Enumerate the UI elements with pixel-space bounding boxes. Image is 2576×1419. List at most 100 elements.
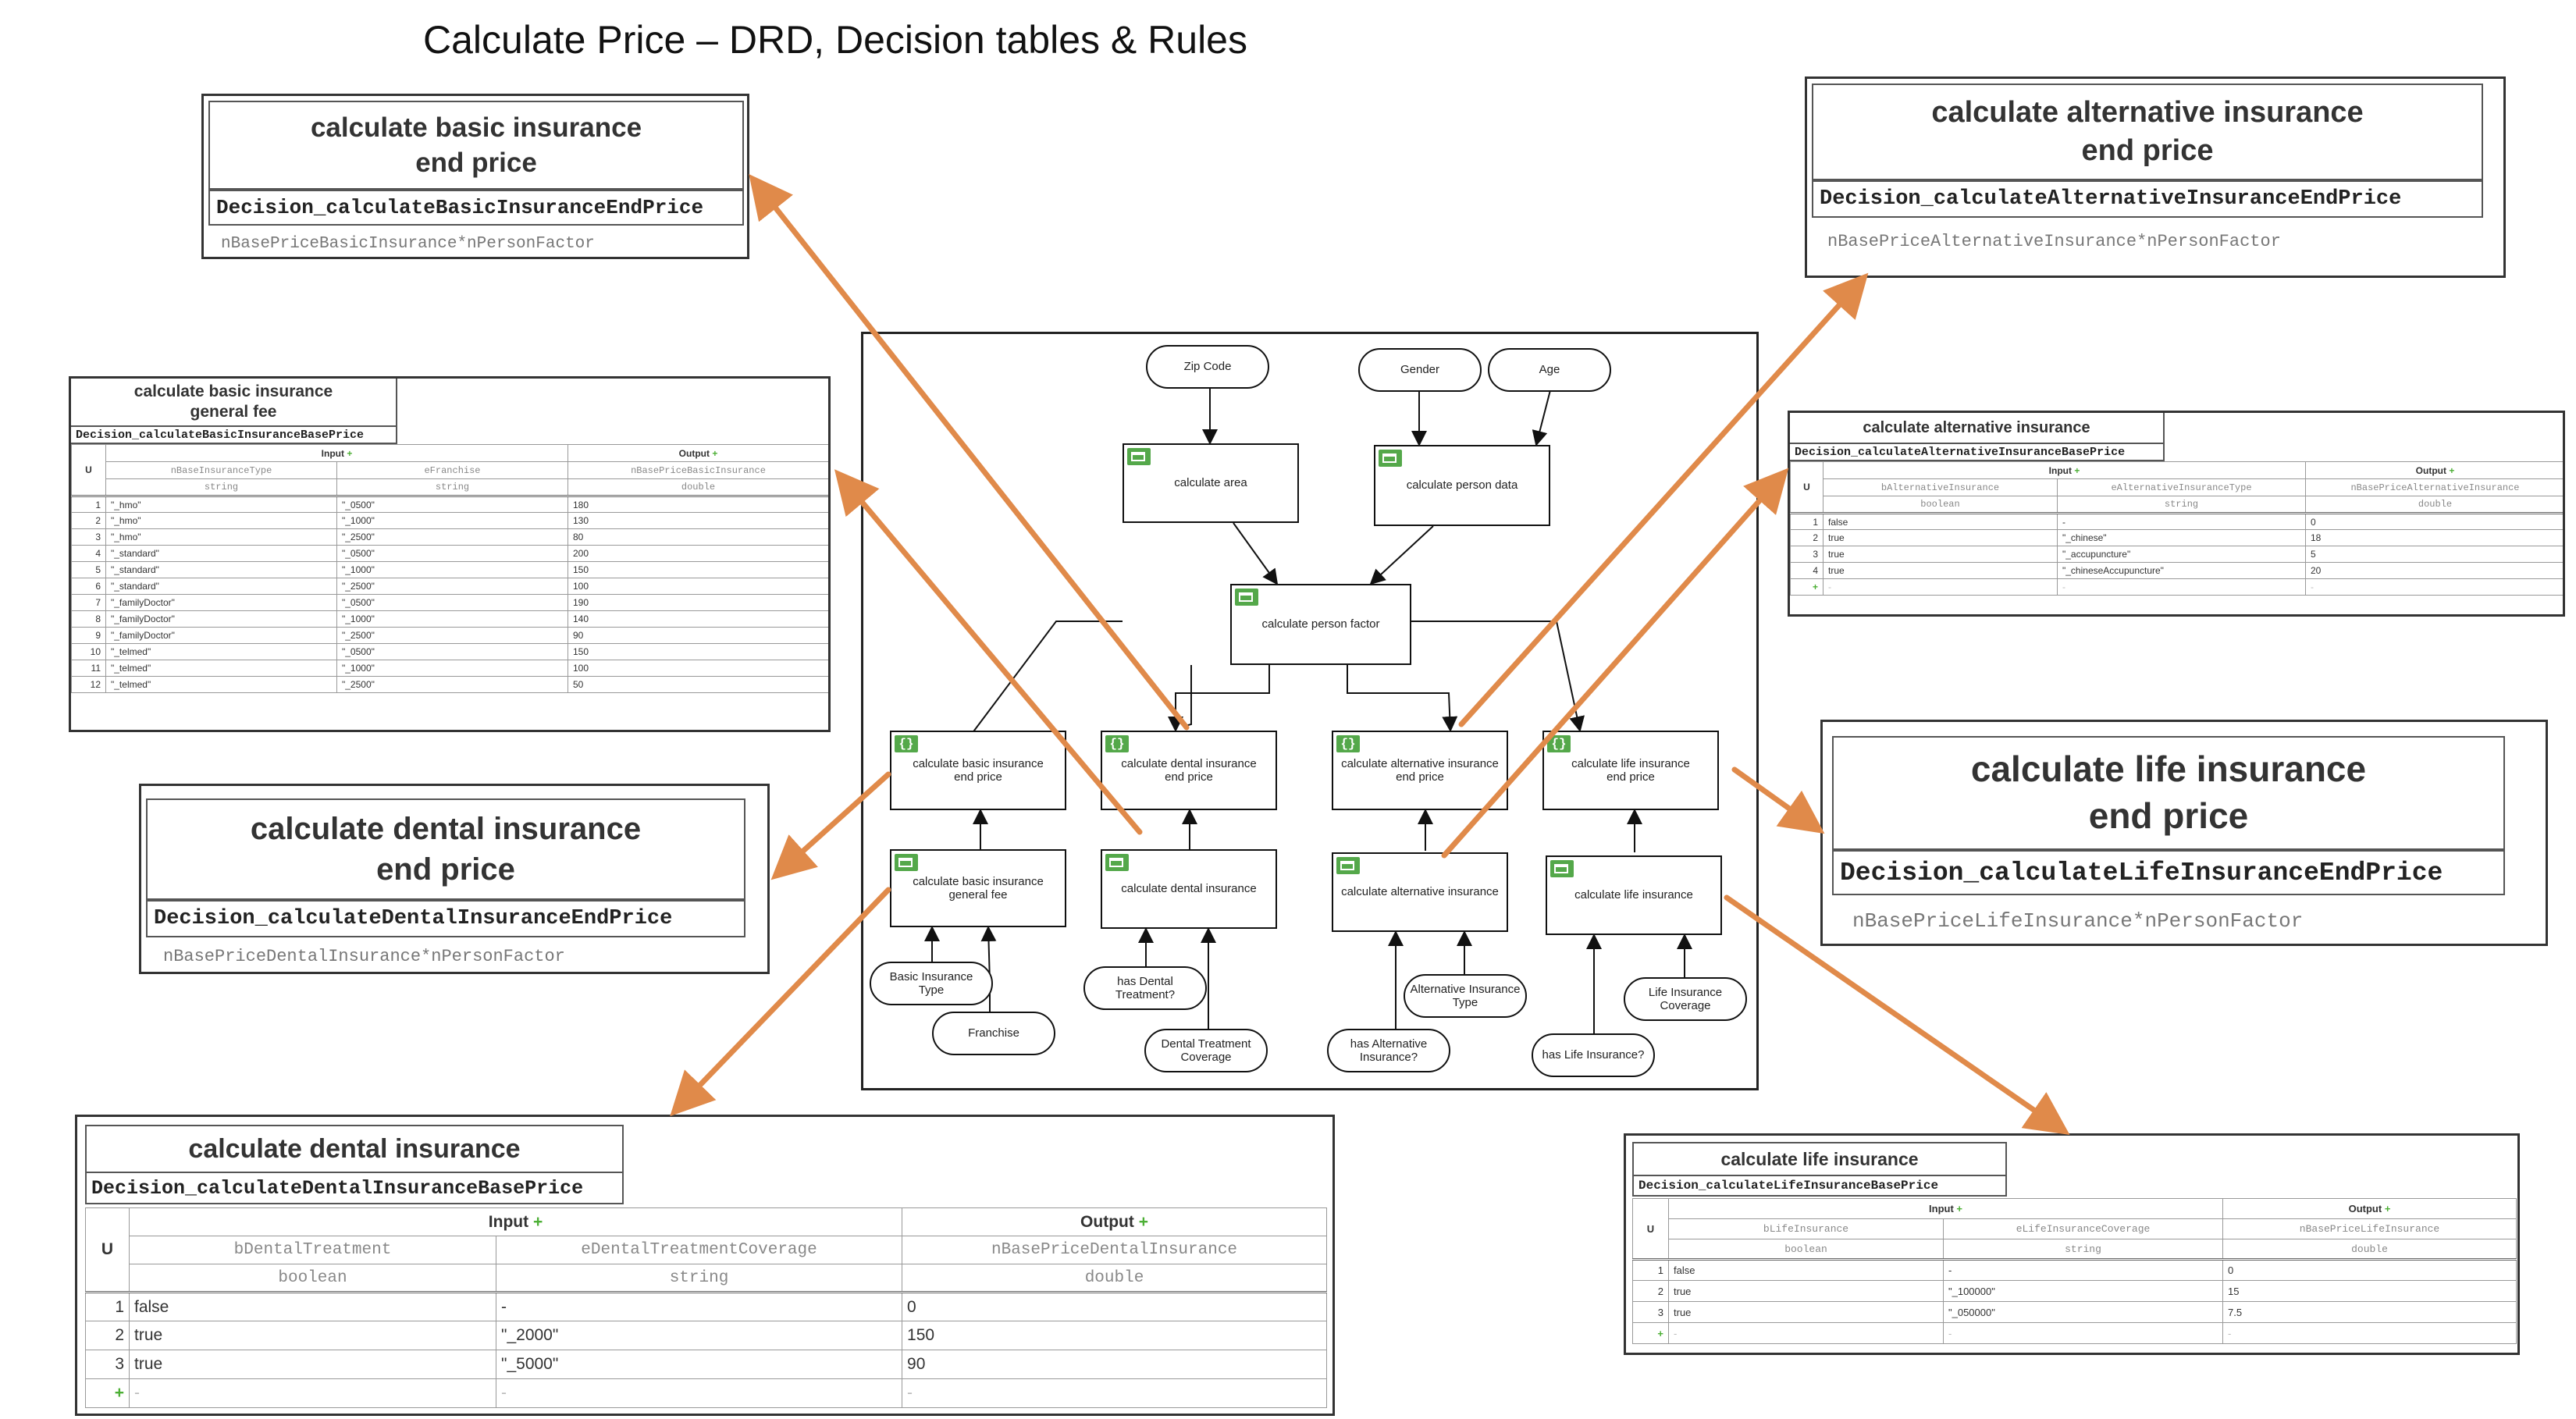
rule-row[interactable]: 10"_telmed""_0500"150 (71, 643, 828, 660)
rule-cell[interactable]: - (2057, 512, 2306, 530)
decision-calculate-area[interactable]: calculate area (1123, 443, 1299, 523)
rule-cell[interactable]: "_1000" (336, 512, 568, 529)
rule-cell[interactable]: "_hmo" (105, 512, 337, 529)
output-group-header[interactable]: Output + (2222, 1198, 2517, 1219)
rule-cell[interactable]: "_chinese" (2057, 529, 2306, 546)
rule-cell[interactable]: "_0500" (336, 643, 568, 660)
rule-cell[interactable]: "_2500" (336, 676, 568, 693)
rule-cell[interactable]: false (1668, 1258, 1944, 1281)
rule-row[interactable]: 3"_hmo""_2500"80 (71, 528, 828, 546)
input-group-header[interactable]: Input + (128, 1207, 903, 1236)
rule-cell[interactable]: 0 (2222, 1258, 2517, 1281)
column-name[interactable]: bAlternativeInsurance (1823, 478, 2058, 496)
add-output-icon[interactable]: + (712, 447, 718, 459)
add-output-icon[interactable]: + (2384, 1203, 2391, 1215)
rule-cell[interactable]: 5 (2305, 546, 2563, 563)
empty-cell[interactable]: - (1823, 578, 2058, 596)
empty-cell[interactable]: - (495, 1378, 903, 1408)
rule-cell[interactable]: 200 (568, 545, 828, 562)
add-input-icon[interactable]: + (347, 447, 353, 459)
input-group-header[interactable]: Input + (1667, 1198, 2224, 1219)
rule-cell[interactable]: "_2000" (495, 1321, 903, 1350)
column-name[interactable]: nBasePriceBasicInsurance (568, 461, 828, 479)
add-output-icon[interactable]: + (2449, 464, 2455, 476)
add-rule-icon[interactable]: + (85, 1378, 130, 1408)
column-name[interactable]: bLifeInsurance (1668, 1218, 1944, 1239)
life-table[interactable]: calculate life insurance Decision_calcul… (1624, 1133, 2520, 1355)
rule-cell[interactable]: 20 (2305, 562, 2563, 579)
rule-cell[interactable]: - (1942, 1258, 2224, 1281)
rule-cell[interactable]: 150 (568, 561, 828, 578)
add-output-icon[interactable]: + (1138, 1212, 1148, 1231)
rule-cell[interactable]: "_telmed" (105, 676, 337, 693)
rule-cell[interactable]: "_hmo" (105, 495, 337, 513)
input-basic-insurance-type[interactable]: Basic Insurance Type (870, 962, 993, 1005)
rule-cell[interactable]: "_familyDoctor" (105, 627, 337, 644)
rule-cell[interactable]: false (1823, 512, 2058, 530)
rule-cell[interactable]: "_familyDoctor" (105, 594, 337, 611)
column-name[interactable]: eDentalTreatmentCoverage (495, 1236, 903, 1264)
rule-cell[interactable]: 7.5 (2222, 1301, 2517, 1323)
rule-cell[interactable]: "_standard" (105, 578, 337, 595)
column-name[interactable]: bDentalTreatment (129, 1236, 496, 1264)
rule-cell[interactable]: "_0500" (336, 545, 568, 562)
rule-row[interactable]: 12"_telmed""_2500"50 (71, 676, 828, 693)
column-name[interactable]: nBasePriceDentalInsurance (902, 1236, 1328, 1264)
decision-dental-insurance[interactable]: calculate dental insurance (1101, 849, 1277, 929)
empty-cell[interactable]: - (1942, 1322, 2224, 1344)
rule-cell[interactable]: "_0500" (336, 594, 568, 611)
input-group-header[interactable]: Input + (1823, 461, 2306, 479)
rule-cell[interactable]: "_standard" (105, 561, 337, 578)
add-rule-row[interactable]: +--- (85, 1378, 1328, 1408)
rule-cell[interactable]: "_standard" (105, 545, 337, 562)
decision-life-insurance[interactable]: calculate life insurance (1546, 855, 1722, 935)
input-has-life-insurance[interactable]: has Life Insurance? (1532, 1033, 1655, 1077)
decision-alternative-end-price[interactable]: {} calculate alternative insurance end p… (1332, 731, 1508, 810)
rule-cell[interactable]: "_1000" (336, 660, 568, 677)
rule-cell[interactable]: 0 (902, 1291, 1328, 1321)
column-name[interactable]: eFranchise (336, 461, 568, 479)
alternative-table[interactable]: calculate alternative insurance Decision… (1788, 411, 2565, 617)
basic-fee-table[interactable]: calculate basic insurance general fee De… (69, 376, 831, 732)
decision-calculate-person-data[interactable]: calculate person data (1374, 445, 1550, 526)
rule-row[interactable]: 11"_telmed""_1000"100 (71, 660, 828, 677)
dental-end-price-box[interactable]: calculate dental insurance end price Dec… (139, 784, 770, 974)
decision-life-end-price[interactable]: {} calculate life insurance end price (1542, 731, 1719, 810)
dental-table[interactable]: calculate dental insurance Decision_calc… (75, 1115, 1335, 1416)
rule-cell[interactable]: false (129, 1291, 496, 1321)
basic-end-price-box[interactable]: calculate basic insurance end price Deci… (201, 94, 749, 259)
input-franchise[interactable]: Franchise (932, 1012, 1055, 1055)
rule-cell[interactable]: 90 (568, 627, 828, 644)
empty-cell[interactable]: - (2305, 578, 2563, 596)
decision-calculate-person-factor[interactable]: calculate person factor (1230, 584, 1411, 665)
rule-cell[interactable]: 180 (568, 495, 828, 513)
column-name[interactable]: eAlternativeInsuranceType (2057, 478, 2306, 496)
rule-cell[interactable]: "_2500" (336, 528, 568, 546)
empty-cell[interactable]: - (1668, 1322, 1944, 1344)
add-rule-icon[interactable]: + (1632, 1322, 1669, 1344)
column-name[interactable]: nBasePriceLifeInsurance (2222, 1218, 2517, 1239)
column-name[interactable]: nBasePriceAlternativeInsurance (2305, 478, 2563, 496)
rule-row[interactable]: 9"_familyDoctor""_2500"90 (71, 627, 828, 644)
input-life-insurance-coverage[interactable]: Life Insurance Coverage (1624, 977, 1747, 1021)
hit-policy[interactable]: U (85, 1207, 130, 1293)
input-dental-treatment-coverage[interactable]: Dental Treatment Coverage (1144, 1029, 1268, 1072)
rule-cell[interactable]: 15 (2222, 1280, 2517, 1302)
life-end-price-box[interactable]: calculate life insurance end price Decis… (1820, 720, 2548, 946)
input-alternative-insurance-type[interactable]: Alternative Insurance Type (1404, 974, 1527, 1018)
rule-cell[interactable]: "_2500" (336, 627, 568, 644)
output-group-header[interactable]: Output + (568, 444, 828, 462)
input-has-alternative-insurance[interactable]: has Alternative Insurance? (1327, 1029, 1450, 1072)
rule-cell[interactable]: "_telmed" (105, 643, 337, 660)
add-input-icon[interactable]: + (532, 1212, 543, 1231)
hit-policy[interactable]: U (71, 444, 106, 496)
rule-row[interactable]: 1"_hmo""_0500"180 (71, 495, 828, 513)
rule-cell[interactable]: "_telmed" (105, 660, 337, 677)
empty-cell[interactable]: - (902, 1378, 1328, 1408)
input-gender[interactable]: Gender (1358, 348, 1482, 392)
